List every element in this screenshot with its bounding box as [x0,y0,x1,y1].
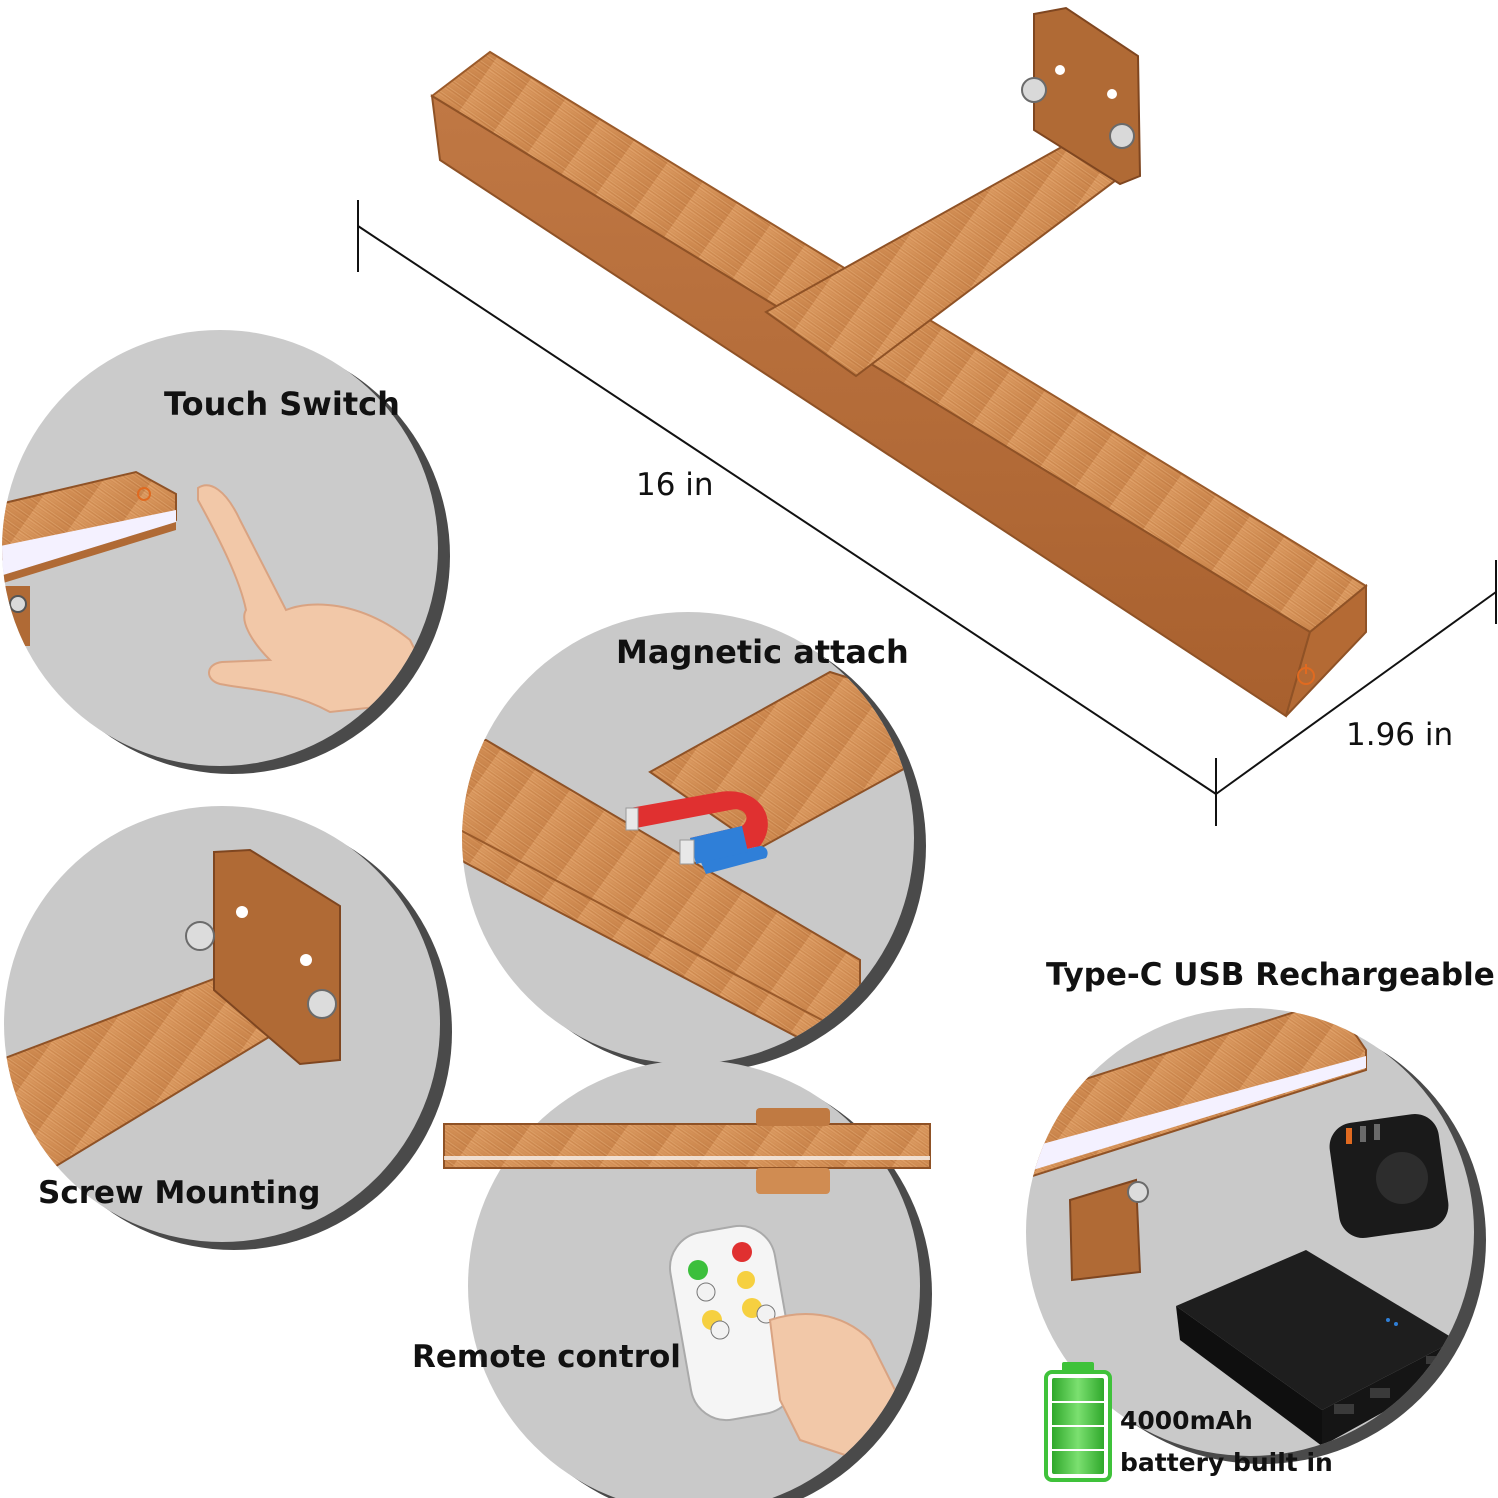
touch-switch-label: Touch Switch [164,385,400,423]
width-dimension-label: 1.96 in [1346,717,1454,753]
dimension-lines [357,200,1497,826]
touch-switch-panel [2,330,450,774]
main-light-bar [430,6,1368,718]
power-bank-icon [1176,1250,1456,1446]
usb-rechargeable-panel [1026,1008,1486,1464]
magnetic-attach-label: Magnetic attach [616,633,909,671]
charger-icon [1329,1114,1449,1238]
battery-icon [1044,1362,1112,1482]
hand-illustration [197,484,438,714]
magnetic-attach-panel [462,612,926,1072]
usb-rechargeable-label: Type-C USB Rechargeable [1046,957,1495,993]
battery-capacity-label: 4000mAh [1120,1406,1253,1435]
length-dimension-label: 16 in [636,467,714,503]
screw-mounting-panel [4,806,452,1250]
remote-control-label: Remote control [412,1339,681,1375]
battery-builtin-label: battery built in [1120,1448,1333,1477]
screw-mounting-label: Screw Mounting [38,1175,321,1211]
remote-control-panel [443,1060,932,1498]
magnet-icon [625,791,768,874]
remote-icon [669,1224,797,1422]
